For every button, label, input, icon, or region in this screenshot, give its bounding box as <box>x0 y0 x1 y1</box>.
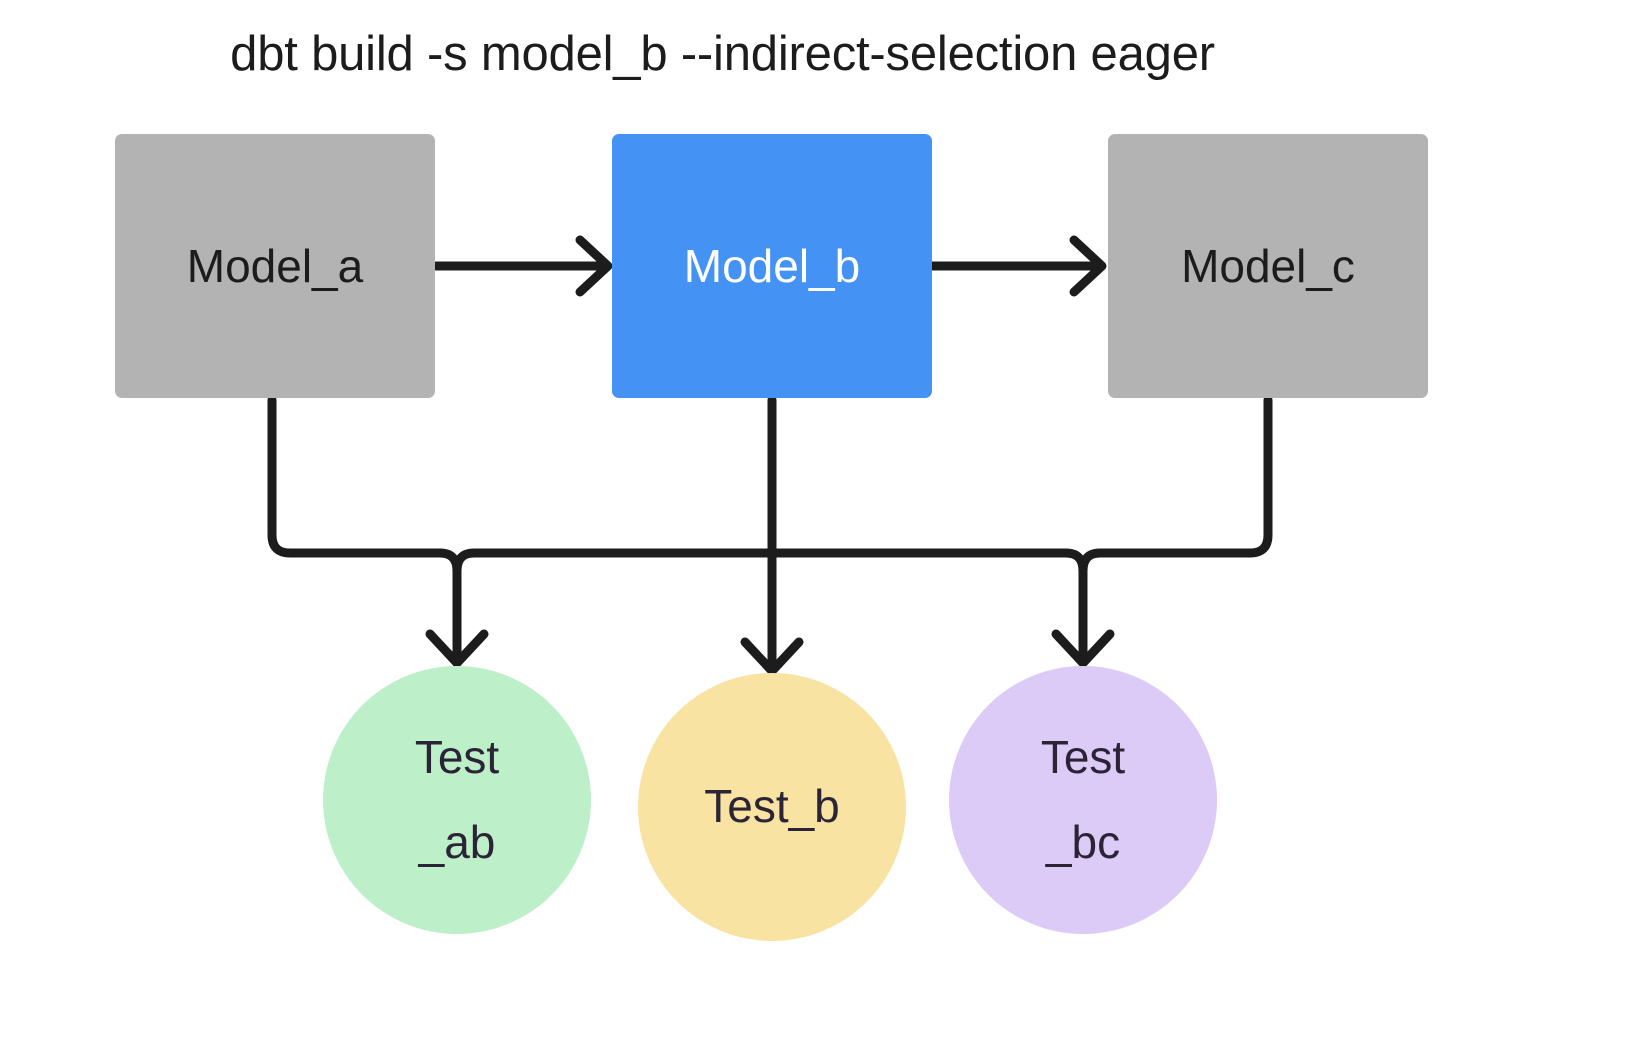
node-model-b-label: Model_b <box>683 240 861 292</box>
arrowhead-test-b <box>740 637 804 676</box>
node-model-c-label: Model_c <box>1181 240 1355 292</box>
diagram-title: dbt build -s model_b --indirect-selectio… <box>230 27 1215 81</box>
arrowhead-test-ab <box>425 629 489 668</box>
node-test-bc-label-line2: _bc <box>1045 816 1121 868</box>
node-test-b[interactable]: Test_b <box>638 673 906 941</box>
node-test-b-label-line1: Test_b <box>704 780 840 833</box>
node-model-b[interactable]: Model_b <box>612 134 932 398</box>
node-test-bc-label-line1: Test <box>1040 730 1126 783</box>
node-model-a[interactable]: Model_a <box>115 134 435 398</box>
edge-model-b-to-test-ab <box>452 548 777 576</box>
arrowhead-test-bc <box>1051 629 1115 668</box>
edge-model-a-to-model-b <box>431 235 613 297</box>
node-test-ab[interactable]: Test _ab <box>323 666 591 934</box>
edge-model-c-to-test-bc <box>1078 395 1273 665</box>
edge-model-b-to-model-c <box>927 235 1107 297</box>
node-model-c[interactable]: Model_c <box>1108 134 1428 398</box>
edge-model-a-to-test-ab <box>267 395 462 665</box>
edge-model-b-to-test-bc <box>767 548 1088 576</box>
node-test-bc[interactable]: Test _bc <box>949 666 1217 934</box>
node-model-a-label: Model_a <box>186 240 364 292</box>
node-test-ab-label-line2: _ab <box>418 816 496 868</box>
node-test-ab-label-line1: Test <box>414 730 500 783</box>
